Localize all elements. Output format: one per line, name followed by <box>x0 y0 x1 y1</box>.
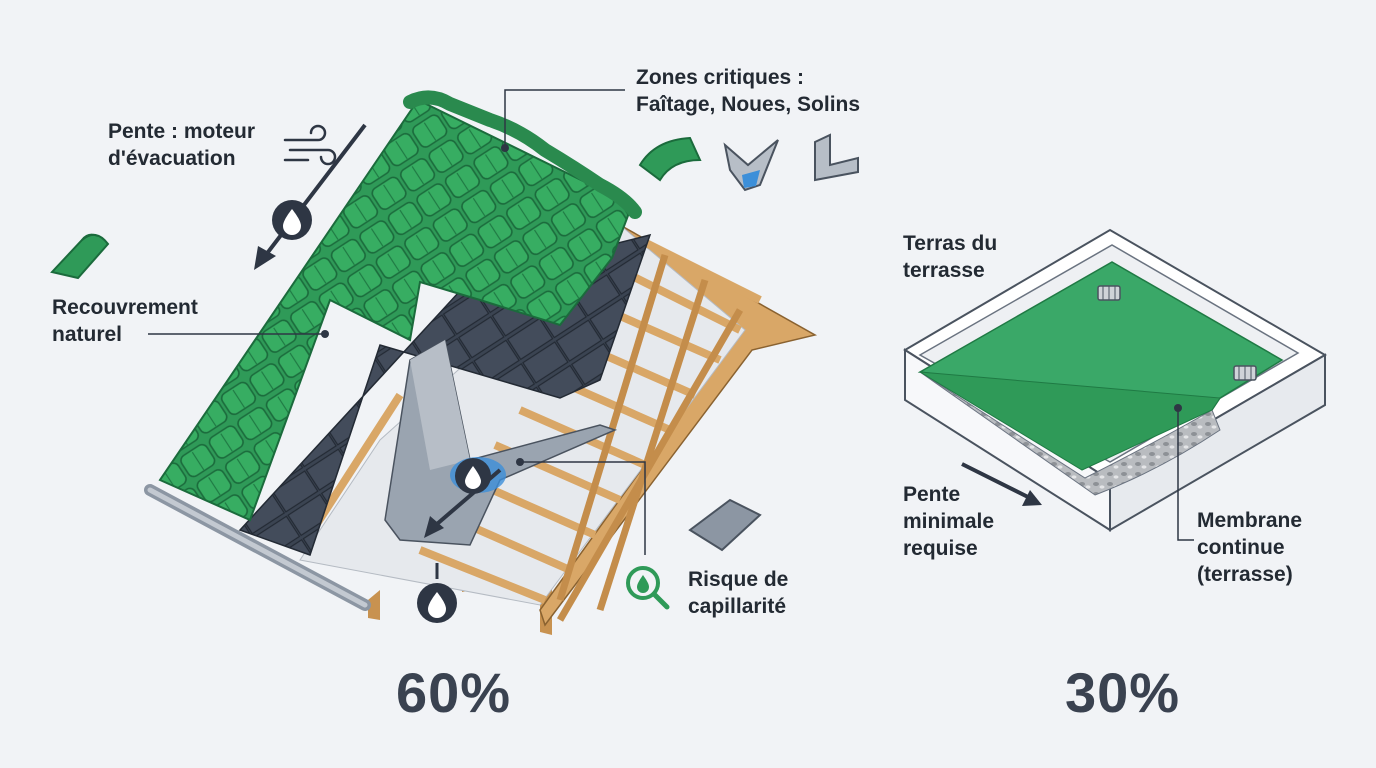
slope-label-line: d'évacuation <box>108 147 236 170</box>
parapet-front-right <box>1109 353 1326 532</box>
slope-arrow <box>260 123 367 262</box>
water-drop-icon <box>272 200 312 240</box>
valley-flashing-icon <box>723 139 779 192</box>
critical-zones-line: Zones critiques : <box>636 66 805 89</box>
membrane-label-line: Membrane <box>1197 509 1303 532</box>
capillarity-label: Risque de capillarité <box>688 566 788 620</box>
membrane-label: Membrane continue (terrasse) <box>1197 507 1302 588</box>
ridge-tile-icon <box>638 136 702 182</box>
membrane-leader <box>1177 408 1194 541</box>
water-drop-icon <box>455 458 491 494</box>
critical-zones-label: Zones critiques : Faîtage, Noues, Solins <box>636 64 860 118</box>
minimal-slope-label: Pente minimale requise <box>903 481 994 562</box>
magnifier-drop-icon <box>626 566 670 610</box>
slate-tile-icon <box>688 498 762 552</box>
drain-grate <box>1097 285 1121 301</box>
pitched-percentage: 60% <box>396 661 512 724</box>
flat-roof <box>903 228 1327 532</box>
water-drop-icon <box>417 563 457 623</box>
critical-zones-line: Faîtage, Noues, Solins <box>636 93 861 116</box>
slope-label-line: Pente : moteur <box>108 120 256 143</box>
membrane-label-line: (terrasse) <box>1197 563 1293 586</box>
flat-percentage: 30% <box>1065 661 1181 724</box>
step-flashing-icon <box>814 133 859 182</box>
membrane-label-line: continue <box>1197 536 1285 559</box>
capillarity-label-line: Risque de <box>688 568 789 591</box>
minimal-slope-arrow <box>961 462 1031 500</box>
ridge-cap <box>403 90 642 219</box>
overlap-label-line: Recouvrement <box>52 296 198 319</box>
minimal-slope-line: minimale <box>903 510 995 533</box>
critical-leader <box>504 89 625 148</box>
slope-label: Pente : moteur d'évacuation <box>108 118 255 172</box>
terrace-label: Terras du terrasse <box>903 230 997 284</box>
frame-post <box>368 590 380 620</box>
capillarity-label-line: capillarité <box>688 595 787 618</box>
ridge-tile-icon <box>50 233 110 280</box>
clay-tiles <box>158 98 634 522</box>
rafters <box>556 253 744 622</box>
capillarity-leader <box>520 461 646 555</box>
overlap-label: Recouvrement naturel <box>52 294 198 348</box>
terrace-label-line: terrasse <box>903 259 985 282</box>
overlap-label-line: naturel <box>52 323 123 346</box>
pitched-roof <box>144 90 818 635</box>
minimal-slope-line: requise <box>903 537 978 560</box>
flashing-face <box>410 340 470 470</box>
wind-icon <box>283 124 337 166</box>
terrace-label-line: Terras du <box>903 232 998 255</box>
membrane-surface <box>919 371 1221 471</box>
minimal-slope-line: Pente <box>903 483 961 506</box>
drain-grate <box>1233 365 1257 381</box>
